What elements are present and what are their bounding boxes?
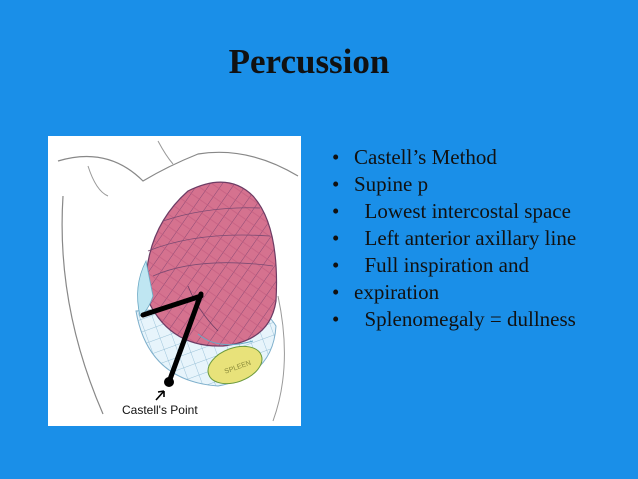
bullet-item: Full inspiration and bbox=[332, 254, 632, 278]
bullet-item: Castell’s Method bbox=[332, 146, 632, 170]
castell-point-label: Castell's Point bbox=[122, 403, 198, 417]
bullet-item: Lowest intercostal space bbox=[332, 200, 632, 224]
anatomy-drawing: SPLEEN Castell's Point bbox=[57, 140, 299, 422]
bullet-item: expiration bbox=[332, 281, 632, 305]
bullet-item: Supine p bbox=[332, 173, 632, 197]
castell-point-illustration: SPLEEN Castell's Point bbox=[48, 136, 301, 426]
bullet-item: Left anterior axillary line bbox=[332, 227, 632, 251]
bullet-item: Splenomegaly = dullness bbox=[332, 308, 632, 332]
slide-title: Percussion bbox=[228, 42, 390, 81]
bullet-list: Castell’s Method Supine p Lowest interco… bbox=[332, 146, 632, 335]
